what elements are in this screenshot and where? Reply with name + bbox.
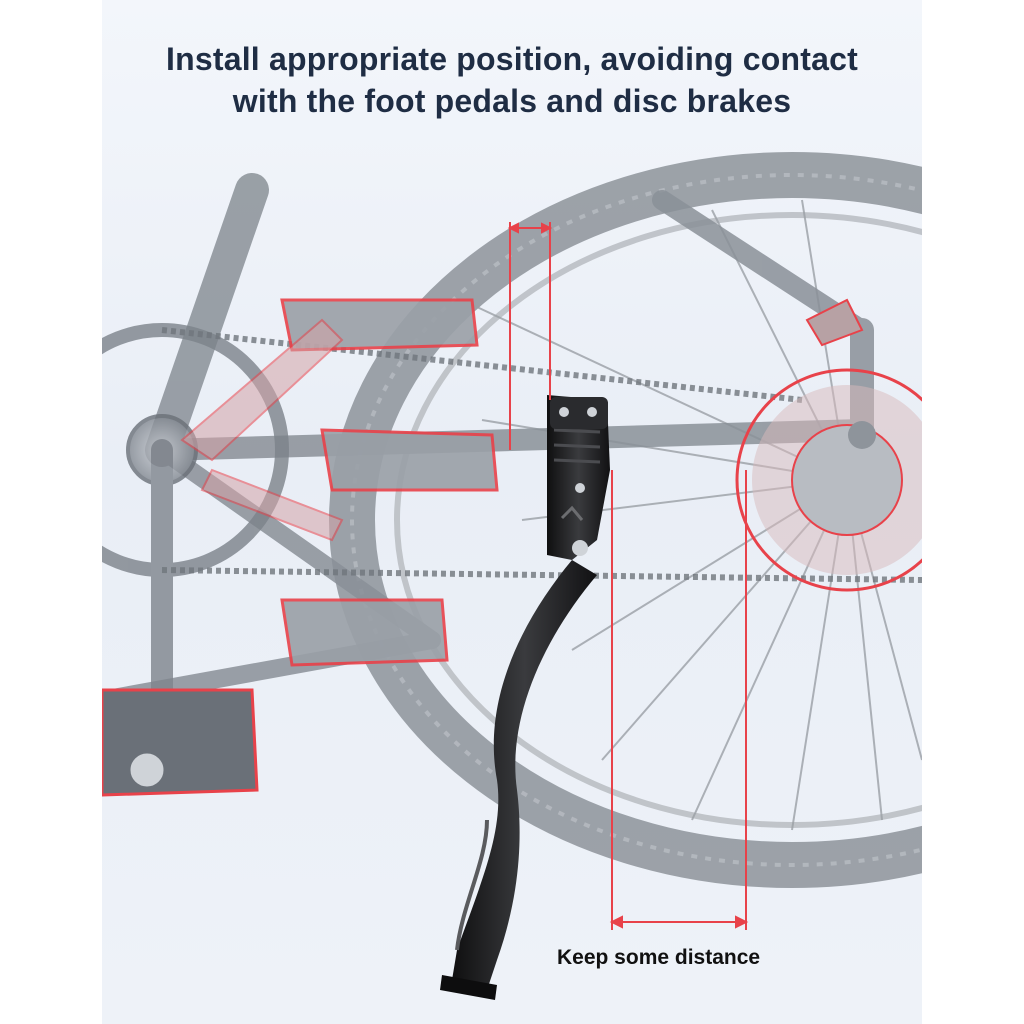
headline-line-1: Install appropriate position, avoiding c… [166, 41, 858, 77]
product-image-panel: Install appropriate position, avoiding c… [102, 0, 922, 1024]
pedal-lower-highlight [280, 598, 449, 667]
right-margin [922, 0, 1024, 1024]
kickstand [440, 395, 610, 1000]
headline: Install appropriate position, avoiding c… [102, 38, 922, 122]
top-distance-marker [507, 222, 553, 450]
brake-disc-highlight [735, 298, 922, 592]
bike-illustration [102, 152, 922, 1000]
headline-line-2: with the foot pedals and disc brakes [232, 83, 792, 119]
bottom-distance-marker [609, 470, 749, 930]
distance-label: Keep some distance [557, 946, 761, 969]
left-margin [0, 0, 102, 1024]
pedal-sweep-highlight [180, 318, 344, 542]
pedal-front [102, 688, 259, 797]
